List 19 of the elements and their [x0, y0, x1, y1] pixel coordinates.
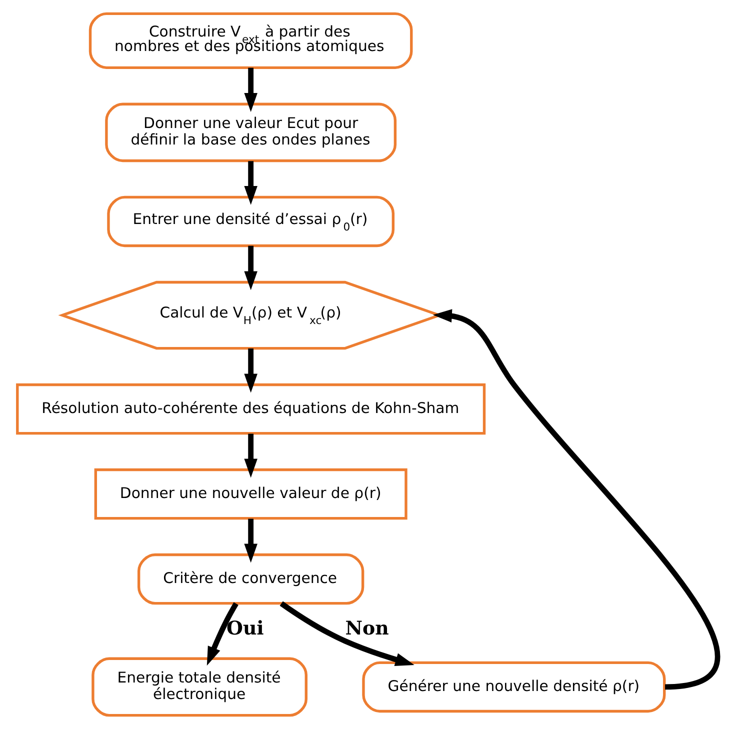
- node-box: Energie totale densité électronique: [91, 657, 307, 717]
- node-box: Résolution auto-cohérente des équations de Kohn-Sham: [16, 383, 486, 435]
- arrow: [244, 246, 257, 290]
- arrow: [432, 309, 720, 690]
- node-box: Donner une valeur Ecut pour définir la base des ondes planes: [104, 102, 396, 162]
- node-box: Générer une nouvelle densité ρ(r): [362, 661, 666, 713]
- edge-label: Non: [344, 618, 388, 640]
- arrow: [244, 518, 257, 563]
- arrow: [244, 68, 257, 112]
- arrow: [244, 161, 257, 205]
- edge-label: Oui: [226, 618, 264, 640]
- node-box: Donner une nouvelle valeur de ρ(r): [94, 468, 407, 520]
- node-box: Critère de convergence: [136, 553, 364, 605]
- node-box: Construire V$_{ext}$ à partir des nombres et des positions atomiques: [88, 12, 412, 70]
- arrow: [279, 601, 414, 666]
- arrow: [244, 348, 257, 393]
- arrow: [206, 602, 238, 666]
- node-box: Entrer une densité d’essai ρ$_{0}$(r): [106, 196, 394, 248]
- arrow: [244, 434, 257, 478]
